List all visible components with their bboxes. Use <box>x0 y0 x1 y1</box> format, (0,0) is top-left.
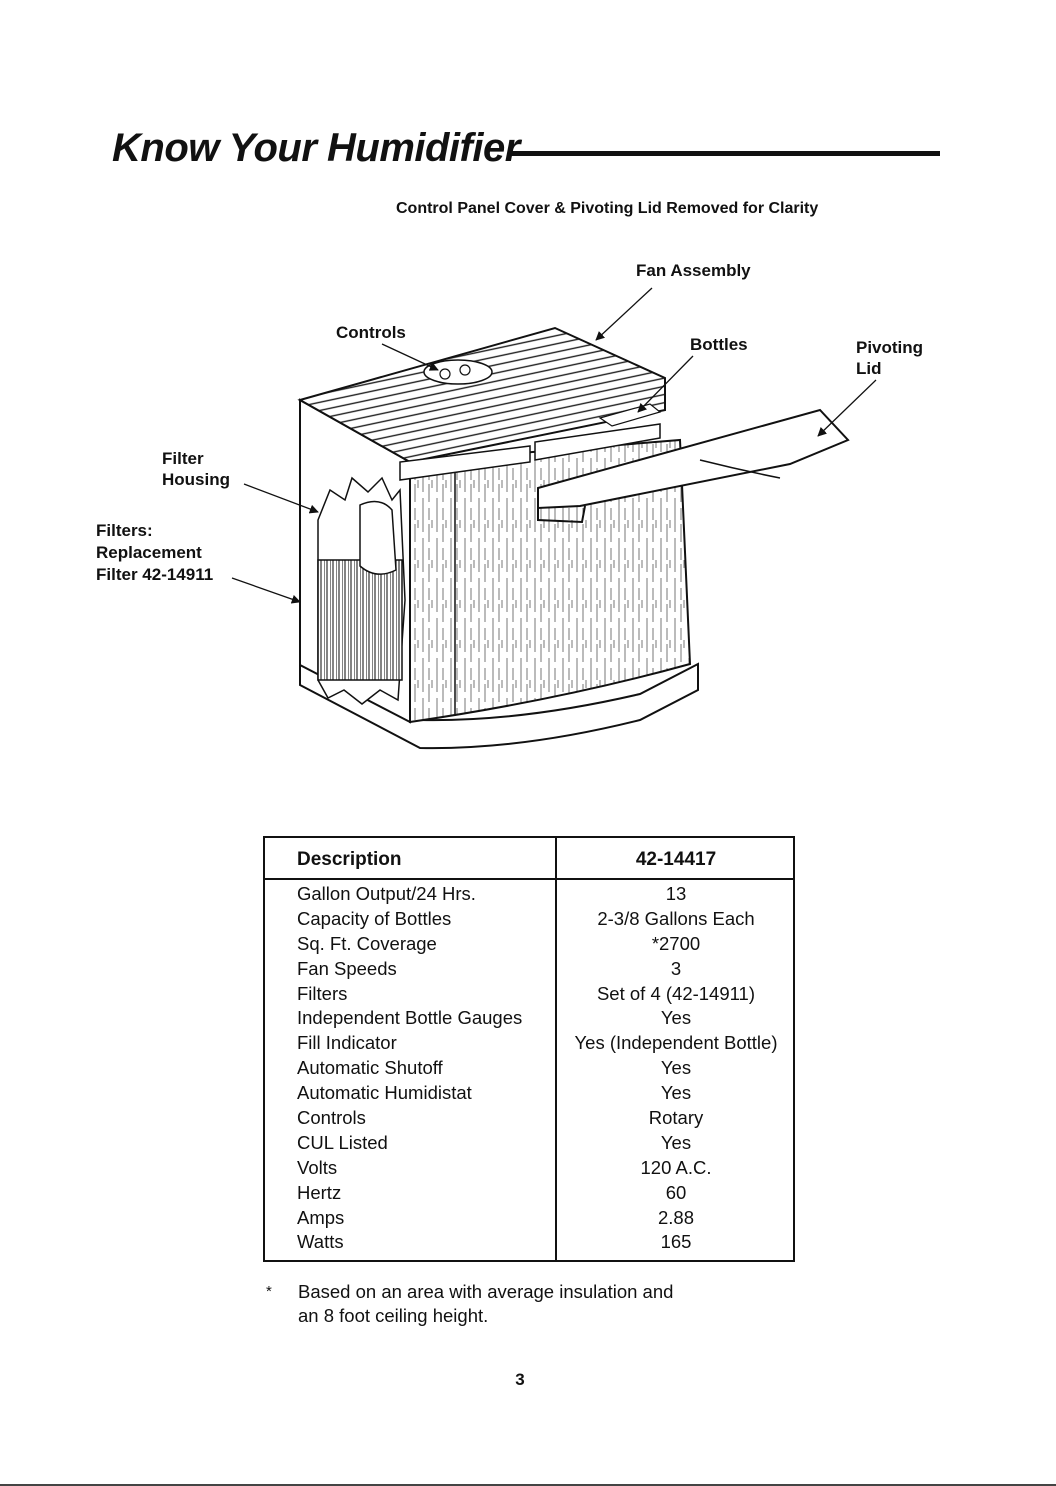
spec-value: 3 <box>670 957 682 979</box>
page-title: Know Your Humidifier <box>112 126 520 170</box>
table-row: Filters Set of 4 (42-14911) <box>265 982 793 1007</box>
spec-value: Yes (Independent Bottle) <box>574 1032 778 1054</box>
spec-value: 2-3/8 Gallons Each <box>597 907 755 929</box>
header-description: Description <box>297 849 402 870</box>
page-number: 3 <box>515 1370 525 1389</box>
spec-description: Automatic Shutoff <box>297 1057 443 1079</box>
spec-description: Hertz <box>297 1181 342 1203</box>
footnote-marker: * <box>266 1283 272 1300</box>
label-fan-assembly: Fan Assembly <box>636 261 751 280</box>
table-row: Controls Rotary <box>265 1106 793 1131</box>
label-bottles: Bottles <box>690 335 748 354</box>
label-pivoting-lid: Pivoting Lid <box>856 338 924 378</box>
spec-description: Independent Bottle Gauges <box>297 1007 523 1029</box>
spec-description: Controls <box>297 1107 366 1129</box>
table-row: Sq. Ft. Coverage *2700 <box>265 932 793 957</box>
spec-value: 60 <box>665 1181 687 1203</box>
table-row: Gallon Output/24 Hrs. 13 <box>265 882 793 907</box>
table-row: Volts 120 A.C. <box>265 1156 793 1181</box>
spec-value: Rotary <box>648 1107 704 1129</box>
spec-value: Yes <box>660 1007 692 1029</box>
spec-value: 2.88 <box>657 1206 694 1228</box>
label-filters: Filters: Replacement Filter 42-14911 <box>96 521 214 584</box>
humidifier-base <box>299 658 699 750</box>
table-row: CUL Listed Yes <box>265 1131 793 1156</box>
spec-description: Fan Speeds <box>297 957 397 979</box>
table-row: Watts 165 <box>265 1230 793 1255</box>
table-row: Amps 2.88 <box>265 1206 793 1231</box>
footnote: * Based on an area with average insulati… <box>264 1280 673 1328</box>
spec-description: Fill Indicator <box>297 1032 397 1054</box>
spec-description: Capacity of Bottles <box>297 907 452 929</box>
spec-value: 120 A.C. <box>640 1156 712 1178</box>
label-filter-housing: Filter Housing <box>162 449 230 489</box>
table-row: Automatic Humidistat Yes <box>265 1081 793 1106</box>
spec-description: Sq. Ft. Coverage <box>297 932 437 954</box>
spec-value: *2700 <box>651 932 701 954</box>
filter-housing-side <box>299 398 411 724</box>
spec-value: Yes <box>660 1082 692 1104</box>
table-row: Automatic Shutoff Yes <box>265 1056 793 1081</box>
spec-value: Yes <box>660 1131 692 1153</box>
table-header-rule <box>265 878 793 880</box>
spec-value: 165 <box>660 1231 692 1253</box>
spec-description: Filters <box>297 982 348 1004</box>
spec-description: CUL Listed <box>297 1131 388 1153</box>
title-rule <box>508 151 940 156</box>
table-row: Capacity of Bottles 2-3/8 Gallons Each <box>265 907 793 932</box>
diagram-subtitle: Control Panel Cover & Pivoting Lid Remov… <box>396 200 819 217</box>
pivoting-lid <box>537 408 850 524</box>
table-column-divider <box>555 838 557 1260</box>
spec-value: Set of 4 (42-14911) <box>596 982 756 1004</box>
header-model-number: 42-14417 <box>635 849 717 870</box>
table-row: Fan Speeds 3 <box>265 957 793 982</box>
footnote-line: an 8 foot ceiling height. <box>298 1305 489 1326</box>
spec-value: Yes <box>660 1057 692 1079</box>
spec-description: Volts <box>297 1156 338 1178</box>
footnote-line: Based on an area with average insulation… <box>298 1281 674 1302</box>
humidifier-front <box>409 438 692 724</box>
table-row: Independent Bottle Gauges Yes <box>265 1006 793 1031</box>
spec-description: Automatic Humidistat <box>297 1082 472 1104</box>
spec-description: Watts <box>297 1231 344 1253</box>
spec-value: 13 <box>665 883 687 904</box>
leader-lines <box>231 287 877 604</box>
bottom-rule <box>0 1484 1056 1486</box>
table-row: Fill Indicator Yes (Independent Bottle) <box>265 1031 793 1056</box>
label-controls: Controls <box>336 323 406 342</box>
spec-description: Gallon Output/24 Hrs. <box>297 883 476 904</box>
spec-description: Amps <box>297 1206 345 1228</box>
table-row: Hertz 60 <box>265 1181 793 1206</box>
specifications-table: Description 42-14417 Gallon Output/24 Hr… <box>263 836 795 1262</box>
humidifier-illustration <box>231 287 877 750</box>
